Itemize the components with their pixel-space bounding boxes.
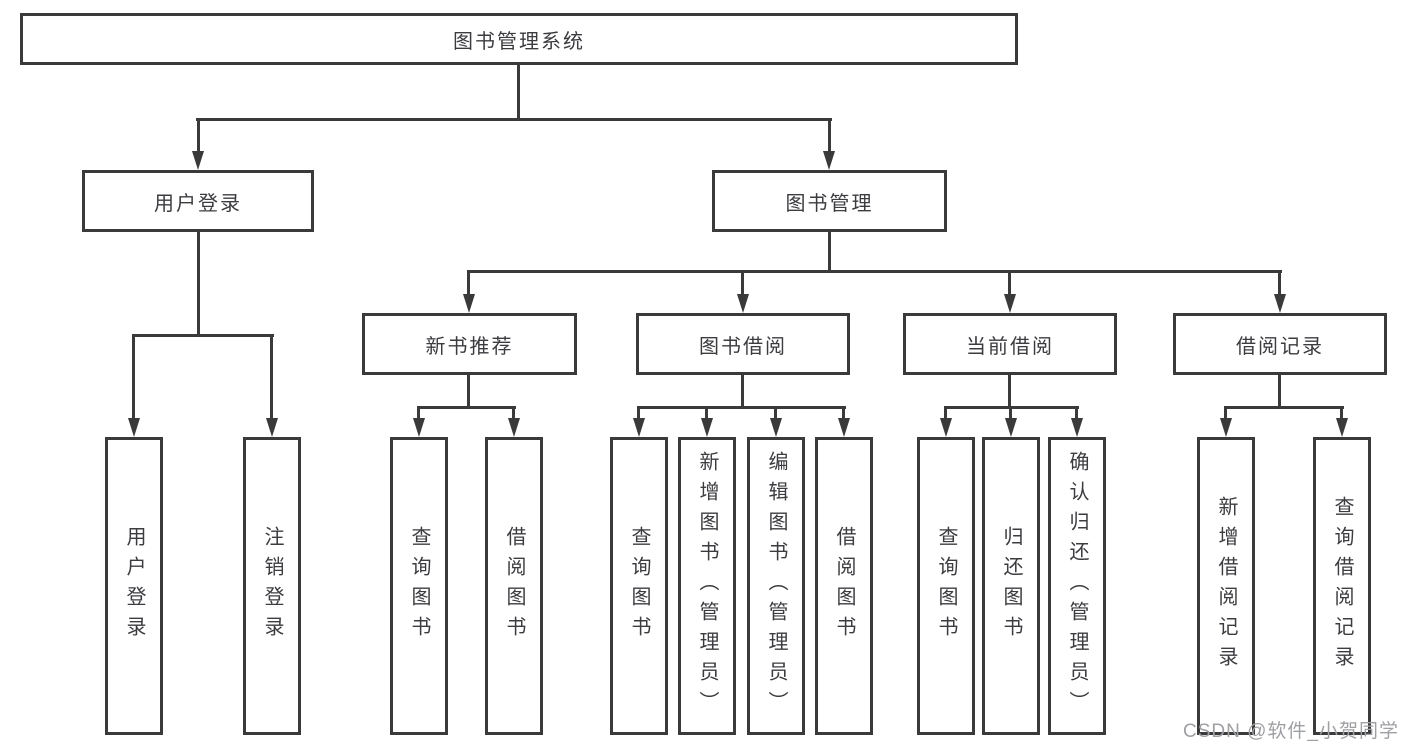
arrow-bb3	[770, 418, 782, 437]
edge-drop-borrow-record	[1278, 272, 1281, 296]
edge-borrow-record-stem	[1278, 375, 1281, 408]
edge-new-book-stem	[467, 375, 470, 408]
arrow-user-login	[192, 151, 204, 170]
leaf-borrow-borrow-label: 借阅图书	[833, 526, 855, 646]
node-root-label: 图书管理系统	[453, 30, 585, 53]
edge-book-mgmt-stem	[828, 232, 831, 272]
edge-borrow-record-branch	[1224, 406, 1344, 409]
leaf-record-query: 查询借阅记录	[1313, 437, 1371, 735]
arrow-bb4	[838, 418, 850, 437]
leaf-current-confirm-admin: 确认归还（管理员）	[1048, 437, 1106, 735]
leaf-logout: 注销登录	[243, 437, 301, 735]
edge-book-mgmt-branch	[467, 270, 1282, 273]
leaf-logout-label: 注销登录	[261, 526, 283, 646]
node-user-login-label: 用户登录	[154, 192, 242, 215]
leaf-borrow-add-admin-label: 新增图书（管理员）	[696, 451, 718, 721]
leaf-borrow-edit-admin: 编辑图书（管理员）	[747, 437, 805, 735]
arrow-book-borrow	[737, 294, 749, 313]
edge-drop-bb4	[842, 407, 845, 421]
arrow-br2	[1336, 418, 1348, 437]
edge-new-book-branch	[417, 406, 516, 409]
leaf-current-query: 查询图书	[917, 437, 975, 735]
arrow-new-book	[463, 294, 475, 313]
leaf-borrow-edit-admin-label: 编辑图书（管理员）	[765, 451, 787, 721]
node-book-borrow-label: 图书借阅	[699, 335, 787, 358]
edge-drop-cb3	[1075, 407, 1078, 421]
leaf-current-query-label: 查询图书	[935, 526, 957, 646]
node-user-login: 用户登录	[82, 170, 314, 232]
arrow-bb1	[633, 418, 645, 437]
edge-drop-new-book	[467, 272, 470, 296]
arrow-nb2	[508, 418, 520, 437]
edge-user-login-stem	[197, 232, 200, 335]
arrow-cb3	[1071, 418, 1083, 437]
leaf-newbook-query-label: 查询图书	[408, 526, 430, 646]
edge-root-stem	[517, 65, 520, 120]
arrow-logout-leaf	[266, 418, 278, 437]
leaf-current-return: 归还图书	[982, 437, 1040, 735]
arrow-borrow-record	[1274, 294, 1286, 313]
csdn-watermark: CSDN @软件_小贺同学	[1183, 721, 1399, 742]
node-root: 图书管理系统	[20, 13, 1018, 65]
edge-drop-book-borrow	[741, 272, 744, 296]
arrow-bb2	[701, 418, 713, 437]
edge-drop-cb2	[1009, 407, 1012, 421]
edge-book-borrow-branch	[637, 406, 846, 409]
edge-drop-logout-leaf	[270, 335, 273, 421]
edge-drop-cb1	[944, 407, 947, 421]
edge-drop-br2	[1340, 407, 1343, 421]
leaf-borrow-borrow: 借阅图书	[815, 437, 873, 735]
edge-drop-bb3	[774, 407, 777, 421]
arrow-current-borrow	[1004, 294, 1016, 313]
leaf-record-add: 新增借阅记录	[1197, 437, 1255, 735]
leaf-newbook-borrow: 借阅图书	[485, 437, 543, 735]
leaf-record-query-label: 查询借阅记录	[1331, 496, 1353, 676]
edge-user-login-branch	[132, 334, 274, 337]
edge-drop-book-mgmt	[828, 120, 831, 153]
edge-drop-login-leaf	[132, 335, 135, 421]
node-current-borrow: 当前借阅	[903, 313, 1117, 375]
leaf-borrow-query-label: 查询图书	[628, 526, 650, 646]
node-borrow-record-label: 借阅记录	[1236, 335, 1324, 358]
leaf-newbook-query: 查询图书	[390, 437, 448, 735]
edge-drop-br1	[1224, 407, 1227, 421]
node-new-book-label: 新书推荐	[425, 335, 514, 358]
edge-drop-bb1	[637, 407, 640, 421]
arrow-nb1	[413, 418, 425, 437]
edge-drop-bb2	[705, 407, 708, 421]
node-borrow-record: 借阅记录	[1173, 313, 1387, 375]
edge-drop-nb1	[417, 407, 420, 421]
leaf-record-add-label: 新增借阅记录	[1215, 496, 1237, 676]
edge-root-branch	[196, 118, 832, 121]
node-book-borrow: 图书借阅	[636, 313, 850, 375]
leaf-borrow-add-admin: 新增图书（管理员）	[678, 437, 736, 735]
node-new-book: 新书推荐	[362, 313, 577, 375]
edge-drop-nb2	[512, 407, 515, 421]
leaf-user-login: 用户登录	[105, 437, 163, 735]
arrow-book-mgmt	[823, 151, 835, 170]
edge-drop-current-borrow	[1008, 272, 1011, 296]
node-book-mgmt: 图书管理	[712, 170, 947, 232]
leaf-borrow-query: 查询图书	[610, 437, 668, 735]
leaf-newbook-borrow-label: 借阅图书	[503, 526, 525, 646]
leaf-user-login-label: 用户登录	[123, 526, 145, 646]
arrow-login-leaf	[128, 418, 140, 437]
leaf-current-return-label: 归还图书	[1000, 526, 1022, 646]
arrow-cb2	[1005, 418, 1017, 437]
edge-book-borrow-stem	[741, 375, 744, 408]
arrow-br1	[1220, 418, 1232, 437]
edge-drop-user-login	[197, 120, 200, 153]
leaf-current-confirm-admin-label: 确认归还（管理员）	[1066, 451, 1088, 721]
node-book-mgmt-label: 图书管理	[785, 192, 874, 215]
arrow-cb1	[940, 418, 952, 437]
edge-current-borrow-stem	[1008, 375, 1011, 408]
node-current-borrow-label: 当前借阅	[966, 335, 1054, 358]
